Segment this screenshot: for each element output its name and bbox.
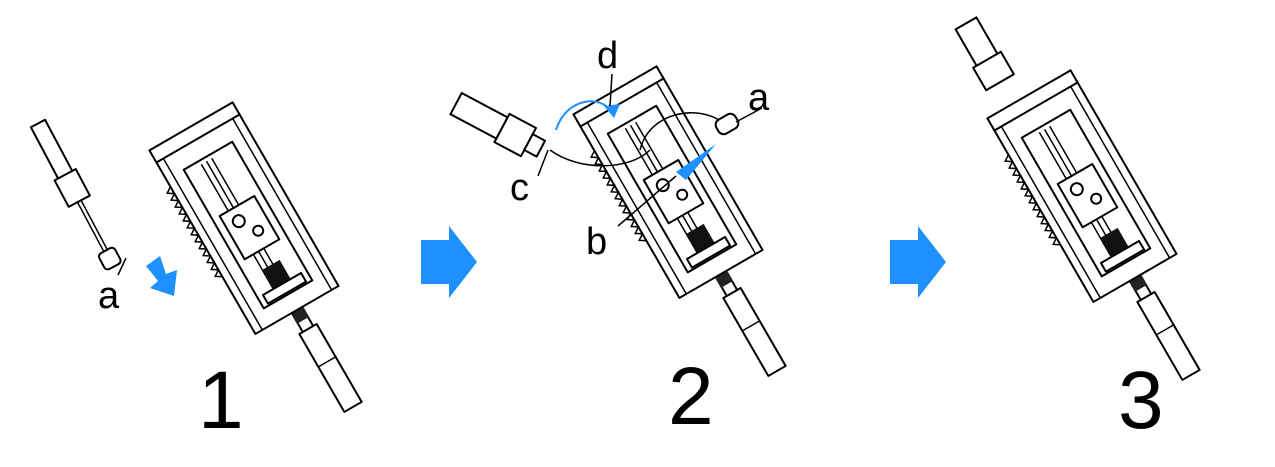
curved-arrow-head <box>604 104 620 118</box>
step-3: 3 <box>954 16 1234 446</box>
callout-line-d <box>609 73 613 107</box>
cable-assembly <box>29 118 122 271</box>
down-right-arrow-icon <box>676 144 716 180</box>
cable-loop <box>549 149 651 167</box>
callout-line-c <box>537 149 549 177</box>
down-right-arrow-icon <box>146 256 177 296</box>
step-number-2: 2 <box>668 351 714 442</box>
arrow-right-icon <box>421 226 477 298</box>
callout-a: a <box>98 275 120 317</box>
cable-loop-2 <box>639 112 723 151</box>
tool-body <box>143 101 396 435</box>
sleeve-part <box>954 16 1015 92</box>
step-number-3: 3 <box>1118 355 1164 446</box>
step-number-1: 1 <box>198 355 244 446</box>
arrow-right-icon <box>890 226 946 298</box>
callout-b: b <box>586 221 607 263</box>
sleeve-part <box>449 91 547 158</box>
callout-line-a <box>117 257 127 276</box>
tool-body <box>981 69 1234 403</box>
callout-line-b <box>617 175 677 227</box>
callout-c: c <box>510 167 529 209</box>
step-2: d a c b 2 <box>449 35 820 442</box>
callout-line-a2 <box>735 107 763 123</box>
callout-a: a <box>748 77 770 119</box>
connector-a <box>714 112 740 136</box>
step-1: a 1 <box>29 101 396 446</box>
callout-d: d <box>597 35 618 77</box>
